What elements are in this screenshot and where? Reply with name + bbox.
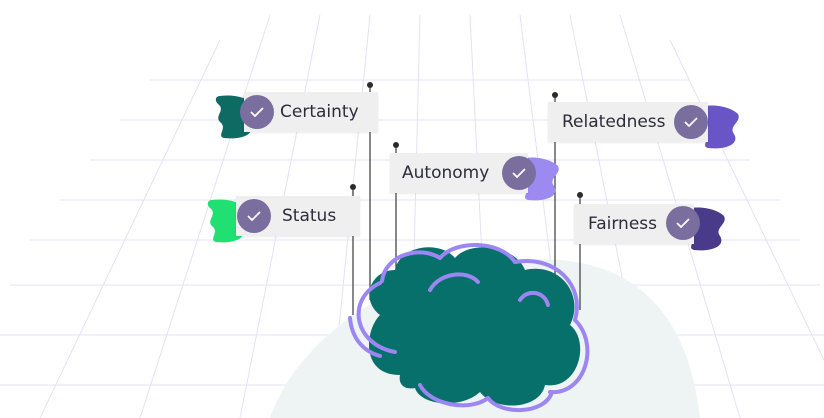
fairness-label: Fairness [588,214,657,234]
check-icon [237,199,271,233]
check-icon [674,105,708,139]
autonomy-pin [393,142,399,148]
check-icon [666,206,700,240]
certainty-pin [367,82,373,88]
relatedness-blob [699,105,739,149]
fairness-pin [577,192,583,198]
certainty-label: Certainty [280,102,359,122]
status-label: Status [282,206,337,226]
cloud-icon [348,243,590,412]
relatedness-pin [552,92,558,98]
tag-autonomy: Autonomy [390,153,528,193]
status-pin [350,184,356,190]
check-icon [240,95,274,129]
check-icon [502,156,536,190]
relatedness-label: Relatedness [562,112,666,132]
autonomy-label: Autonomy [402,163,490,183]
